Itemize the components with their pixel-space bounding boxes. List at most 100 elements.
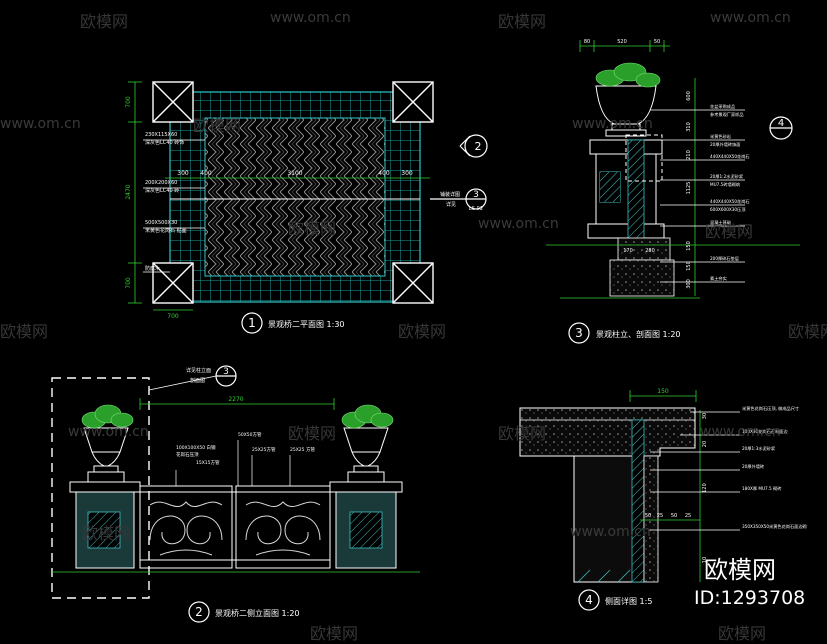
plan-left-dimension: 2470	[125, 184, 132, 199]
watermark-brand: 欧模网	[82, 524, 131, 543]
watermark-url: www.om.cn	[68, 424, 149, 440]
elevation-detail-ref-line-1: 详见柱立面	[186, 367, 211, 374]
elevation-top-dimension: 2270	[228, 396, 243, 403]
plan-left-dimension: 700	[125, 277, 132, 289]
plan-note: 230X115X60	[145, 132, 177, 138]
watermark-brand: 欧模网	[718, 624, 767, 643]
pillar-note: 440X440X50花岗石	[710, 198, 750, 205]
pillar-top-dimensions: 80 520 50	[584, 39, 660, 45]
pillar-notes: 花盆采购成品参考景观厂家样品米黄色砂岩20厚外墙砖饰面440X440X50花岗石…	[710, 103, 750, 282]
watermark-brand: 欧模网	[80, 12, 129, 31]
detail-note: 20厚外墙砖	[742, 463, 764, 470]
plan-right-note-2: 详见	[446, 201, 456, 208]
detail-title: 侧面详图 1:5	[605, 596, 652, 606]
pillar-top-dimension: 520	[617, 39, 627, 45]
detail-section	[519, 390, 740, 611]
detail-note: 350X350X50米黄色花岗石面边砌	[742, 523, 807, 530]
watermark-url: www.om.cn	[710, 10, 791, 26]
watermark-brand: 欧模网	[705, 222, 754, 241]
pillar-top-dimension: 50	[654, 39, 660, 45]
pillar-note: 600X600X30压顶	[710, 207, 746, 213]
watermark-url: www.om.cn	[0, 116, 81, 132]
elevation-view	[51, 365, 420, 623]
detail-bottom-dimension: 50	[671, 513, 677, 519]
badge-id: ID:1293708	[694, 587, 806, 609]
watermark-url: www.om.cn	[270, 10, 351, 26]
watermark-url: www.om.cn	[478, 216, 559, 232]
pillar-side-dimension: 1125	[686, 182, 692, 195]
pillar-bottom-dimension: 280	[645, 248, 655, 254]
pillar-side-dimension: 310	[686, 122, 692, 132]
plan-top-dimension: 400	[378, 170, 390, 177]
watermark-brand: 欧模网	[398, 322, 447, 341]
plan-left-dimension: 700	[125, 96, 132, 108]
plan-right-note-1: 铺装详图	[440, 191, 460, 198]
pillar-side-dimension: 150	[686, 261, 692, 271]
detail-note: 180X厚 MU7.5 砌砖	[742, 485, 781, 492]
pillar-side-dimension: 300	[686, 279, 692, 289]
plan-view	[128, 81, 488, 334]
plan-section-ref: LS-02	[469, 206, 483, 212]
watermark-url: www.om.cn	[570, 524, 651, 540]
plan-top-dimension: 400	[200, 170, 212, 177]
detail-side-dimension: 10	[702, 557, 708, 563]
badge-brand: 欧模网	[704, 556, 776, 584]
watermark-url: www.om.cn	[700, 424, 781, 440]
elevation-note: 25X25方管	[252, 446, 276, 453]
pillar-note: MU7.5砖墙砌筑	[710, 181, 741, 188]
plan-note: 米黄色花岗石 贴面	[145, 227, 187, 234]
elevation-note: 花岗石压顶	[176, 451, 199, 458]
plan-section-mark-2: 2	[475, 140, 482, 153]
pillar-top-dimension: 80	[584, 39, 590, 45]
pillar-note: 米黄色砂岩	[710, 133, 731, 140]
detail-bottom-dimension: 25	[685, 513, 691, 519]
plan-bottom-dimension: 700	[167, 313, 179, 320]
detail-side-dimension: 120	[702, 483, 708, 493]
elevation-callout-number: 2	[195, 605, 203, 619]
detail-side-dimension: 30	[702, 413, 708, 419]
plan-note: 深灰色LC40 砖	[145, 187, 179, 194]
plan-top-dimension: 3100	[287, 170, 302, 177]
detail-bottom-dimension: 25	[657, 513, 663, 519]
pillar-side-dimension: 600	[686, 91, 692, 101]
pillar-note: 440X440X50花岗石	[710, 153, 750, 160]
pillar-note: 20厚1:2水泥砂浆	[710, 173, 744, 180]
pillar-note: 花盆采购成品	[710, 103, 735, 110]
plan-title: 景观桥二平面图 1:30	[268, 319, 345, 329]
elevation-note: 25X25 方管	[290, 446, 315, 453]
watermark-brand: 欧模网	[498, 424, 547, 443]
pillar-side-dimension: 210	[686, 150, 692, 160]
elevation-note: 15X15方管	[196, 459, 220, 466]
detail-bottom-dimension: 50	[645, 513, 651, 519]
watermark-brand: 欧模网	[310, 624, 359, 643]
pillar-side-dimension: 150	[686, 241, 692, 251]
watermark-brand: 欧模网	[288, 424, 337, 443]
elevation-note: 50X50方管	[238, 431, 262, 438]
watermark-brand: 欧模网	[788, 322, 827, 341]
watermark-brand: 欧模网	[498, 12, 547, 31]
detail-note: 20厚1:3水泥砂浆	[742, 445, 776, 452]
pillar-note: 20厚外墙砖饰面	[710, 141, 740, 148]
detail-side-dimension: 20	[702, 441, 708, 447]
pillar-detail-mark: 4	[778, 118, 784, 129]
watermark-url: www.om.cn	[572, 116, 653, 132]
detail-note: 100X30花岗石石材面边	[742, 428, 788, 435]
watermark-brand: 欧模网	[193, 116, 242, 135]
detail-note: 米黄色花岗石压顶, 做成品尺寸	[742, 405, 799, 412]
elevation-detail-ref-number: 3	[223, 367, 229, 377]
watermark-brand: 欧模网	[288, 219, 337, 238]
plan-top-dimension: 300	[177, 170, 189, 177]
pillar-note: 素土夯实	[710, 275, 727, 282]
elevation-note: 100X100X50 白钢	[176, 444, 216, 451]
detail-callout-number: 4	[585, 593, 593, 607]
pillar-note: 混凝土基础	[710, 219, 731, 226]
pillar-callout-number: 3	[575, 326, 583, 340]
plan-note: 500X500X30	[145, 220, 177, 226]
detail-notes: 米黄色花岗石压顶, 做成品尺寸 100X30花岗石石材面边 20厚1:3水泥砂浆 20…	[742, 405, 807, 530]
plan-note: 深灰色LC40 砖饰	[145, 139, 184, 146]
